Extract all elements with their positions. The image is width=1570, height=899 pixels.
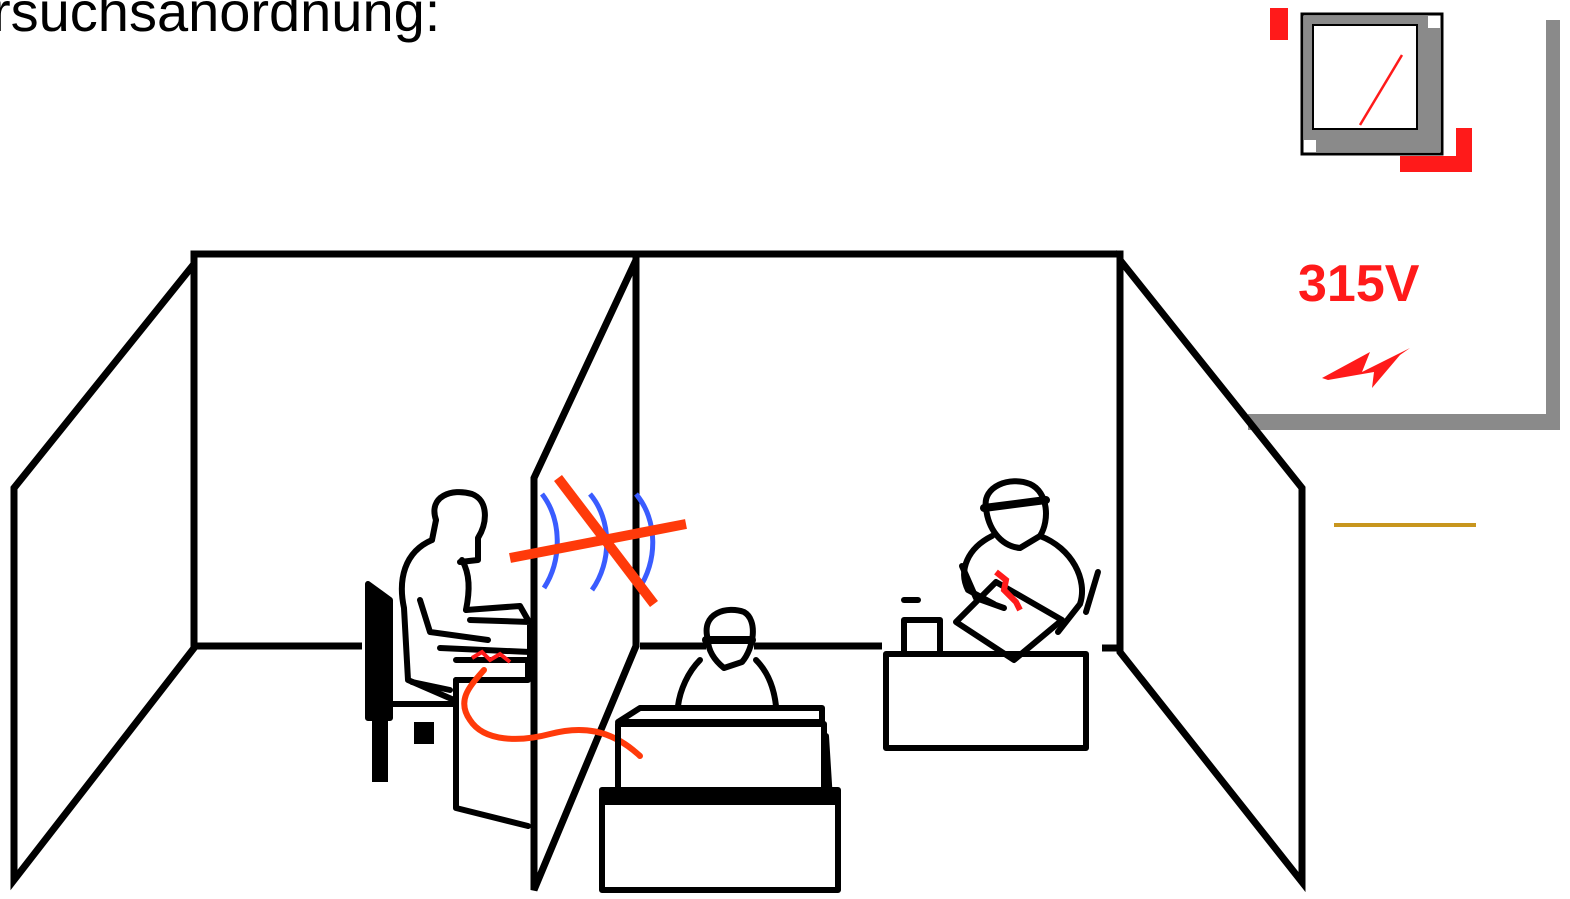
voltmeter-dial-icon [1270, 8, 1472, 172]
voltage-label: 315V [1298, 258, 1419, 310]
lightning-bolt-icon [1322, 348, 1410, 388]
experimenter-figure [886, 481, 1098, 748]
